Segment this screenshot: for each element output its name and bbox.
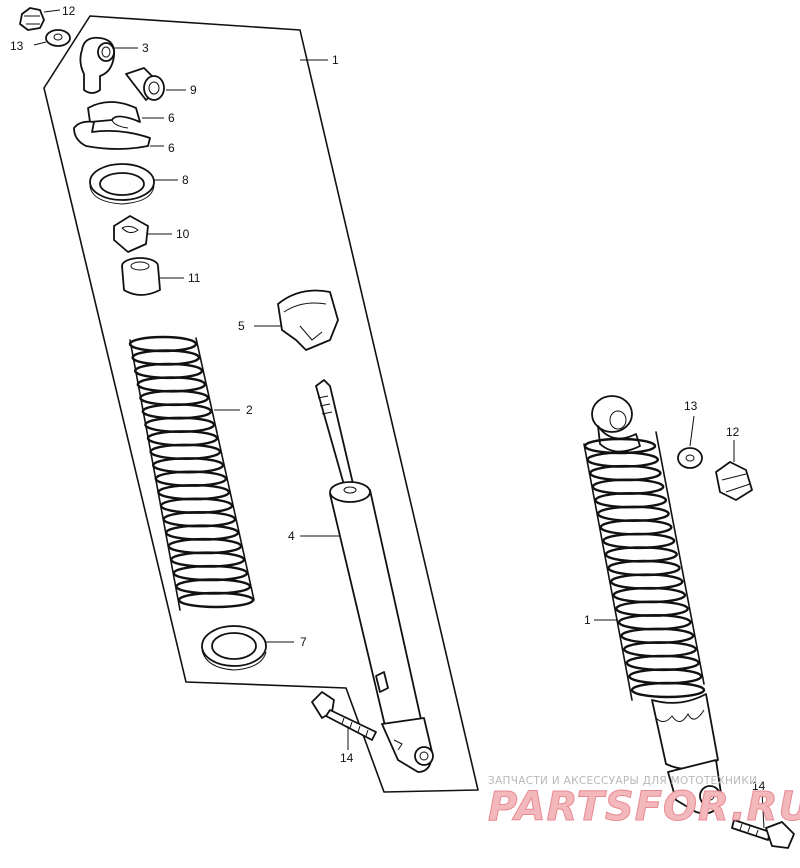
spring-coil xyxy=(149,443,222,460)
spring-coil xyxy=(591,478,665,495)
part-7-lower-seat xyxy=(201,625,294,671)
spring-coil xyxy=(623,641,698,658)
spring-coil xyxy=(167,537,243,555)
spring-coil xyxy=(602,532,676,550)
spring-coil xyxy=(630,681,706,699)
spring-coil xyxy=(586,451,660,468)
callout-8: 8 xyxy=(182,173,189,187)
part-3-top-eye xyxy=(79,36,138,94)
callout-6-lower: 6 xyxy=(168,141,175,155)
part-12-cap-nut xyxy=(19,7,61,31)
spring-coil xyxy=(175,578,252,595)
callout-6-upper: 6 xyxy=(168,111,175,125)
spring-coil xyxy=(615,600,689,617)
assembled-shock-absorber xyxy=(583,395,723,815)
part-13-washer xyxy=(33,29,71,47)
spring-coil xyxy=(146,430,219,447)
spring-coil xyxy=(628,668,703,685)
spring-coil xyxy=(607,559,681,577)
right-part-13-washer xyxy=(677,415,703,469)
spring-coil xyxy=(136,376,207,393)
callout-12: 12 xyxy=(62,4,76,18)
spring-coil xyxy=(128,335,198,353)
spring-coil xyxy=(599,519,673,536)
spring-coil xyxy=(139,389,210,407)
part-14-bolt xyxy=(311,691,377,750)
right-part-14-bolt xyxy=(731,791,795,849)
part-6-collet-upper xyxy=(87,101,164,129)
part-4-damper xyxy=(300,379,434,773)
spring-coil xyxy=(157,484,231,501)
callout-14: 14 xyxy=(340,751,354,765)
callout-right-14: 14 xyxy=(752,779,766,793)
callout-1: 1 xyxy=(332,53,339,67)
spring-coil xyxy=(612,586,687,604)
spring-coil xyxy=(596,505,670,522)
spring-coil xyxy=(131,349,201,366)
callout-11: 11 xyxy=(188,271,201,285)
part-2-coil-spring xyxy=(128,335,255,611)
part-6-collet-lower xyxy=(73,120,164,150)
spring-coil xyxy=(604,546,678,563)
callout-3: 3 xyxy=(142,41,149,55)
spring-coil xyxy=(134,362,204,380)
spring-coil xyxy=(620,627,695,644)
callout-13: 13 xyxy=(10,39,24,53)
spring-coil xyxy=(617,614,692,631)
callout-4: 4 xyxy=(288,529,295,543)
callout-right-1: 1 xyxy=(584,613,591,627)
spring-coil xyxy=(172,564,249,582)
spring-coil xyxy=(589,464,662,482)
callout-right-12: 12 xyxy=(726,425,740,439)
part-5-clip xyxy=(254,289,339,351)
spring-coil xyxy=(162,511,237,528)
spring-coil xyxy=(154,470,228,487)
spring-coil xyxy=(165,524,240,541)
watermark-caption: ЗАПЧАСТИ И АКСЕССУАРЫ ДЛЯ МОТОТЕХНИКИ xyxy=(488,775,757,787)
right-part-12-cap-nut xyxy=(715,440,753,501)
spring-coil xyxy=(144,416,216,433)
spring-coil xyxy=(177,591,255,609)
part-8-spring-seat xyxy=(89,163,178,205)
callout-10: 10 xyxy=(176,227,190,241)
watermark-brand: PARTSFOR.RU xyxy=(488,784,800,830)
part-9-bushing xyxy=(125,67,186,101)
callout-right-13: 13 xyxy=(684,399,698,413)
spring-coil xyxy=(609,573,684,590)
part-11-bump-stop xyxy=(121,257,184,296)
callout-5: 5 xyxy=(238,319,245,333)
spring-coil xyxy=(159,497,234,514)
part-10-rubber-block xyxy=(113,215,172,253)
spring-coil xyxy=(594,492,668,509)
callout-7: 7 xyxy=(300,635,307,649)
callout-2: 2 xyxy=(246,403,253,417)
assembly-outline xyxy=(43,15,479,793)
spring-coil xyxy=(152,457,225,474)
callout-9: 9 xyxy=(190,83,197,97)
spring-coil xyxy=(625,654,700,672)
spring-coil xyxy=(170,551,246,568)
spring-coil xyxy=(141,403,213,420)
